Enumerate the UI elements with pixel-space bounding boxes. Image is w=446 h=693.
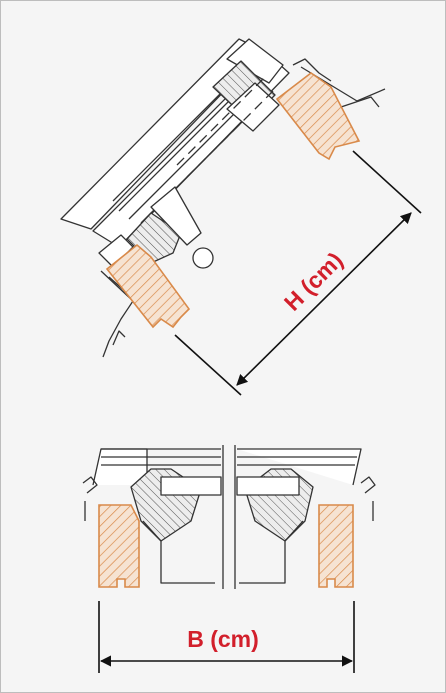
- lower-wood-frame: [105, 243, 191, 329]
- width-dimension: [98, 601, 355, 673]
- height-dimension: [174, 150, 422, 396]
- inclined-window-section: [60, 38, 386, 358]
- left-wood-frame: [98, 504, 140, 588]
- frame-cross-section: [82, 445, 376, 589]
- upper-wood-frame: [275, 72, 361, 161]
- height-label: H (cm): [279, 247, 348, 316]
- right-wood-frame: [318, 504, 354, 588]
- width-label: B (cm): [187, 626, 259, 652]
